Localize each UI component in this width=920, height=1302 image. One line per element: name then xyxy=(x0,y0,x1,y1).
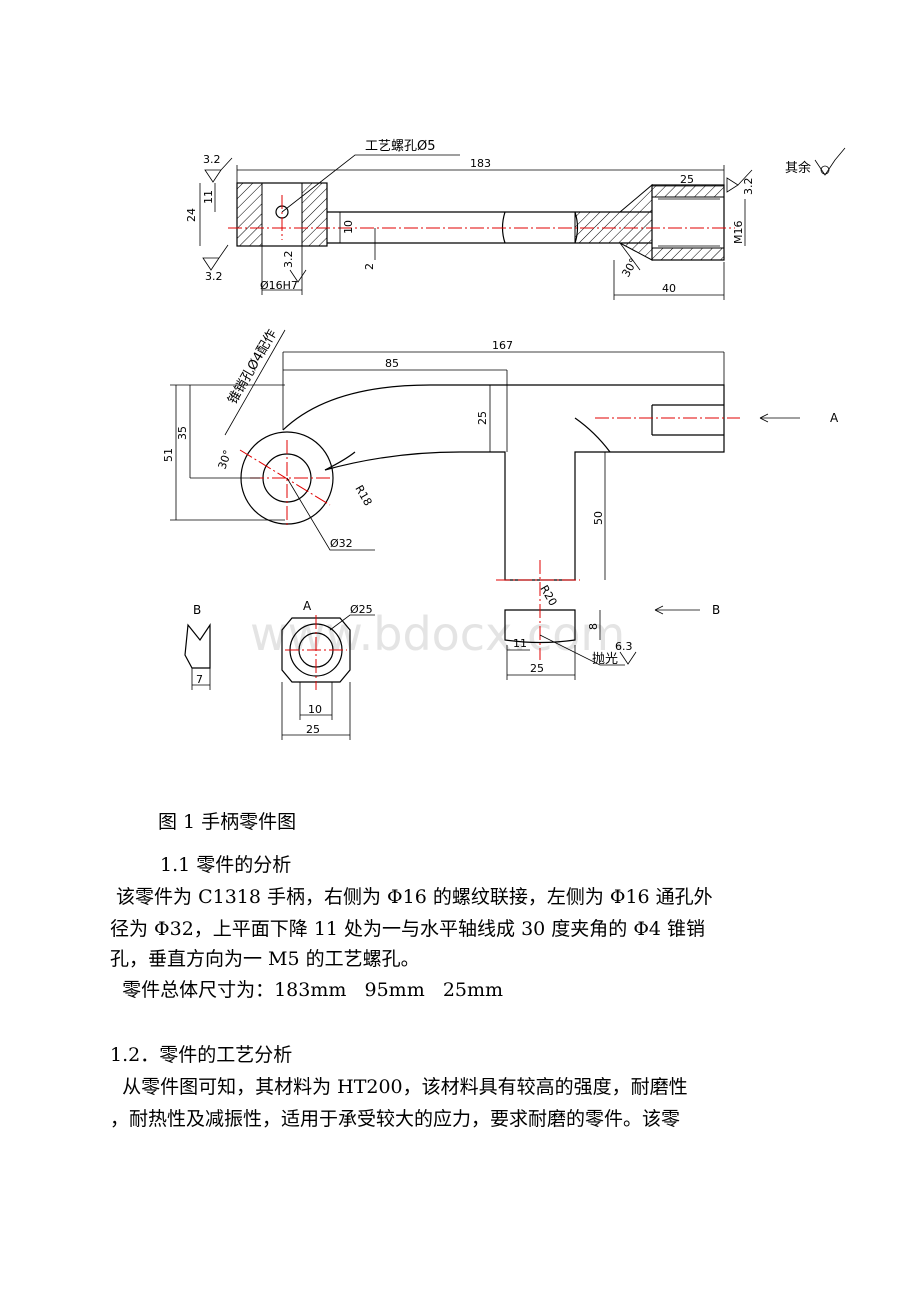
section-2-line-1: 从零件图可知，其材料为 HT200，该材料具有较高的强度，耐磨性 xyxy=(110,1076,688,1098)
dim-30deg-top: 30° xyxy=(619,256,640,279)
dim-7: 7 xyxy=(196,673,203,686)
roughness-6-3: 6.3 xyxy=(615,640,633,653)
section-2-line-2: ，耐热性及减振性，适用于承受较大的应力，要求耐磨的零件。该零 xyxy=(110,1108,681,1130)
section-1-heading: 1.1 零件的分析 xyxy=(160,854,292,876)
dim-phi32: Ø32 xyxy=(330,537,353,550)
dim-r20: R20 xyxy=(537,583,559,608)
section-1-line-4: 零件总体尺寸为：183mm 95mm 25mm xyxy=(110,979,504,1001)
view-a-detail: A Ø25 10 25 xyxy=(281,599,375,740)
section-1-line-2: 径为 Φ32，上平面下降 11 处为一与水平轴线成 30 度夹角的 Φ4 锥销 xyxy=(110,918,706,940)
dim-25-main: 25 xyxy=(476,411,489,425)
view-b-detail: B 7 xyxy=(184,603,211,690)
dim-r18: R18 xyxy=(352,483,374,508)
dim-8: 8 xyxy=(587,623,600,630)
view-a-title: A xyxy=(303,599,312,613)
roughness-3-2-a: 3.2 xyxy=(203,153,221,166)
dim-24: 24 xyxy=(185,208,198,222)
view-b-title: B xyxy=(193,603,201,617)
top-view: 工艺螺孔Ø5 183 25 24 11 10 2 3.2 3.2 3.2 3.2… xyxy=(185,139,846,300)
process-hole-label: 工艺螺孔Ø5 xyxy=(365,139,436,154)
dim-40: 40 xyxy=(662,282,676,295)
dim-25-top: 25 xyxy=(680,173,694,186)
dim-51: 51 xyxy=(162,448,175,462)
dim-10-a: 10 xyxy=(308,703,322,716)
roughness-3-2-c: 3.2 xyxy=(282,251,295,269)
roughness-3-2-b: 3.2 xyxy=(205,270,223,283)
figure-caption: 图 1 手柄零件图 xyxy=(158,811,297,833)
dim-167: 167 xyxy=(492,339,513,352)
dim-m16: M16 xyxy=(732,221,745,245)
dim-bore: Ø16H7 xyxy=(260,279,298,292)
view-a-arrow-label: A xyxy=(830,411,839,425)
dim-85: 85 xyxy=(385,357,399,370)
dim-25-a: 25 xyxy=(306,723,320,736)
dim-phi25: Ø25 xyxy=(350,603,373,616)
dim-10-top: 10 xyxy=(342,220,355,234)
part-drawing: www.bdocx.com xyxy=(162,139,846,740)
view-b-arrow-label: B xyxy=(712,603,720,617)
section-1-line-3: 孔，垂直方向为一 M5 的工艺螺孔。 xyxy=(110,948,420,970)
watermark: www.bdocx.com xyxy=(250,607,625,661)
dim-50: 50 xyxy=(592,511,605,525)
taper-pin-label: 锥销孔Ø4配作 xyxy=(225,327,280,407)
dim-183: 183 xyxy=(470,157,491,170)
dim-30deg-main: 30° xyxy=(216,448,235,471)
section-1-line-1: 该零件为 C1318 手柄，右侧为 Φ16 的螺纹联接，左侧为 Φ16 通孔外 xyxy=(110,886,713,908)
roughness-3-2-d: 3.2 xyxy=(742,178,755,196)
dim-11-top: 11 xyxy=(202,190,215,204)
other-roughness-label: 其余 xyxy=(785,160,811,176)
dim-25-bottom: 25 xyxy=(530,662,544,675)
dim-2: 2 xyxy=(363,263,376,270)
dim-35: 35 xyxy=(176,426,189,440)
dim-11-main: 11 xyxy=(513,637,527,650)
section-2-heading: 1.2．零件的工艺分析 xyxy=(110,1044,293,1066)
polish-note: 抛光 xyxy=(592,652,618,667)
